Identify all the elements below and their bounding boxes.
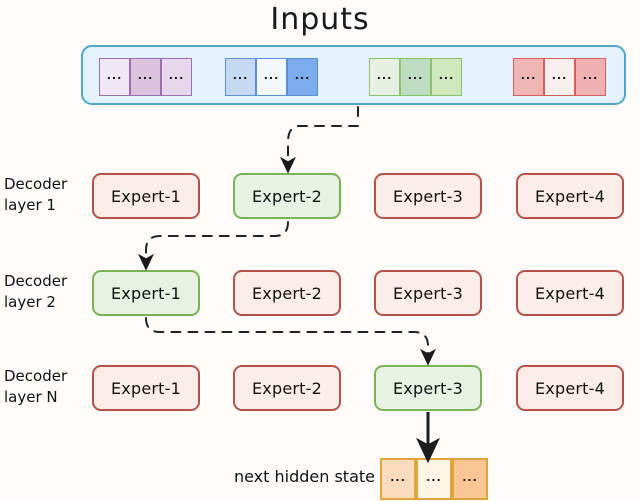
- token-ellipsis: ...: [376, 68, 393, 82]
- layer-label-line1: Decoder: [4, 175, 68, 193]
- input-token: ...: [400, 58, 431, 96]
- token-ellipsis: ...: [582, 68, 599, 82]
- decoder-layer-1-label: Decoder layer 1: [4, 174, 88, 216]
- token-group-red: .........: [513, 58, 606, 96]
- expert-label: Expert-1: [111, 378, 181, 398]
- expert-label: Expert-3: [393, 186, 463, 206]
- expert-label: Expert-2: [252, 378, 322, 398]
- token-ellipsis: ...: [168, 68, 185, 82]
- input-token: ...: [130, 58, 161, 96]
- expert-label: Expert-3: [393, 283, 463, 303]
- expert-box[interactable]: Expert-4: [516, 365, 624, 411]
- layer-label-line1: Decoder: [4, 272, 68, 290]
- layer-label-line2: layer 2: [4, 293, 56, 311]
- token-group-purple: .........: [99, 58, 192, 96]
- page-title: Inputs: [270, 2, 370, 37]
- hidden-state-cell: ...: [416, 458, 452, 500]
- inputs-panel: ....................................: [81, 45, 626, 105]
- token-ellipsis: ...: [232, 68, 249, 82]
- expert-box[interactable]: Expert-4: [516, 173, 624, 219]
- decoder-layer-2-label: Decoder layer 2: [4, 271, 88, 313]
- expert-label: Expert-2: [252, 186, 322, 206]
- expert-box[interactable]: Expert-3: [374, 173, 482, 219]
- input-token: ...: [256, 58, 287, 96]
- input-token: ...: [287, 58, 318, 96]
- input-token: ...: [99, 58, 130, 96]
- token-group-blue: .........: [225, 58, 318, 96]
- expert-box[interactable]: Expert-2: [233, 270, 341, 316]
- token-ellipsis: ...: [407, 68, 424, 82]
- expert-box[interactable]: Expert-2: [233, 365, 341, 411]
- cell-ellipsis: ...: [426, 470, 442, 484]
- expert-box[interactable]: Expert-3: [374, 270, 482, 316]
- layer-label-line2: layer N: [4, 388, 58, 406]
- token-ellipsis: ...: [438, 68, 455, 82]
- hidden-state-cell: ...: [452, 458, 488, 500]
- input-token: ...: [225, 58, 256, 96]
- token-ellipsis: ...: [106, 68, 123, 82]
- expert-label: Expert-3: [393, 378, 463, 398]
- expert-box[interactable]: Expert-3: [374, 365, 482, 411]
- layer-label-line1: Decoder: [4, 367, 68, 385]
- next-hidden-state-row: .........: [380, 458, 488, 500]
- expert-label: Expert-2: [252, 283, 322, 303]
- token-ellipsis: ...: [263, 68, 280, 82]
- routing-layer1-expert2-to-layer2-expert1: [137, 221, 289, 271]
- input-token: ...: [544, 58, 575, 96]
- token-ellipsis: ...: [294, 68, 311, 82]
- input-token: ...: [161, 58, 192, 96]
- input-token: ...: [513, 58, 544, 96]
- expert-box[interactable]: Expert-2: [233, 173, 341, 219]
- token-ellipsis: ...: [520, 68, 537, 82]
- expert-box[interactable]: Expert-1: [92, 173, 200, 219]
- expert-box[interactable]: Expert-4: [516, 270, 624, 316]
- cell-ellipsis: ...: [462, 470, 478, 484]
- input-token: ...: [369, 58, 400, 96]
- token-ellipsis: ...: [551, 68, 568, 82]
- expert-label: Expert-4: [535, 186, 605, 206]
- input-token: ...: [431, 58, 462, 96]
- expert-label: Expert-1: [111, 283, 181, 303]
- decoder-layer-n-label: Decoder layer N: [4, 366, 88, 408]
- routing-inputs-to-layer1-expert2: [279, 125, 359, 174]
- expert-box[interactable]: Expert-1: [92, 270, 200, 316]
- expert-label: Expert-1: [111, 186, 181, 206]
- cell-ellipsis: ...: [390, 470, 406, 484]
- layer-label-line2: layer 1: [4, 196, 56, 214]
- next-hidden-state-label: next hidden state: [233, 467, 375, 486]
- expert-label: Expert-4: [535, 378, 605, 398]
- expert-label: Expert-4: [535, 283, 605, 303]
- hidden-state-cell: ...: [380, 458, 416, 500]
- token-ellipsis: ...: [137, 68, 154, 82]
- input-token: ...: [575, 58, 606, 96]
- token-group-green: .........: [369, 58, 462, 96]
- routing-layer2-expert1-to-layerN-expert3: [145, 317, 436, 366]
- expert-box[interactable]: Expert-1: [92, 365, 200, 411]
